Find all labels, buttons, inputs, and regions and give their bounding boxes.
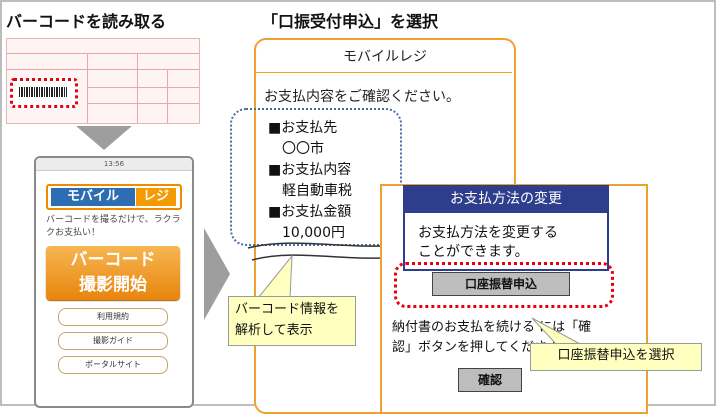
terms-link[interactable]: 利用規約 — [58, 308, 168, 326]
button-highlight — [394, 262, 614, 308]
scan-button-line2: 撮影開始 — [79, 275, 147, 295]
scan-start-button[interactable]: バーコード 撮影開始 — [46, 246, 180, 300]
content-value: 軽自動車税 — [268, 183, 352, 199]
logo-text-regi: レジ — [136, 188, 176, 206]
account-transfer-button[interactable]: 口座振替申込 — [432, 272, 570, 296]
continue-note-line2: 認」ボタンを押してくださ い — [392, 340, 565, 355]
amount-label: ■お支払金額 — [268, 204, 352, 220]
portal-link[interactable]: ポータルサイト — [58, 356, 168, 374]
logo-text-mobile: モバイル — [51, 188, 135, 206]
step1-heading: バーコードを読み取る — [6, 12, 167, 31]
barcode-info-highlight — [230, 108, 402, 246]
status-bar: 13:56 — [36, 158, 192, 171]
dialog-message: お支払方法を変更する ことができます。 — [418, 224, 558, 262]
dialog-message-line2: ことができます。 — [418, 244, 529, 260]
scan-button-line1: バーコード — [70, 250, 156, 270]
payment-details: ■お支払先 〇〇市 ■お支払内容 軽自動車税 ■お支払金額 10,000円 — [268, 118, 352, 244]
barcode-highlight — [10, 78, 78, 108]
screen-title: モバイルレジ — [343, 49, 427, 65]
dialog-body — [403, 213, 609, 271]
guide-link[interactable]: 撮影ガイド — [58, 332, 168, 350]
payee-value: 〇〇市 — [268, 141, 324, 157]
confirm-button[interactable]: 確認 — [458, 368, 522, 392]
amount-value: 10,000円 — [268, 225, 345, 241]
down-arrow-icon — [76, 126, 132, 150]
payee-label: ■お支払先 — [268, 120, 338, 136]
screen-divider — [256, 72, 512, 73]
dialog-title: お支払方法の変更 — [403, 185, 609, 213]
right-arrow-icon — [204, 228, 230, 320]
select-callout: 口座振替申込を選択 — [530, 343, 702, 371]
content-label: ■お支払内容 — [268, 162, 352, 178]
callout1-line1: バーコード情報を — [235, 302, 340, 317]
barcode-icon — [19, 87, 67, 97]
phone-screen: 13:56 モバイル レジ バーコードを撮るだけで、ラクラクお支払い！ バーコー… — [34, 156, 194, 408]
callout1-line2: 解析して表示 — [235, 323, 313, 338]
confirm-message: お支払内容をご確認ください。 — [264, 89, 460, 105]
dialog-message-line1: お支払方法を変更する — [418, 225, 558, 241]
step2-heading: 「口振受付申込」を選択 — [262, 12, 439, 31]
app-logo: モバイル レジ — [46, 184, 182, 210]
app-description: バーコードを撮るだけで、ラクラクお支払い！ — [46, 215, 181, 238]
barcode-analysis-callout: バーコード情報を 解析して表示 — [228, 296, 356, 346]
